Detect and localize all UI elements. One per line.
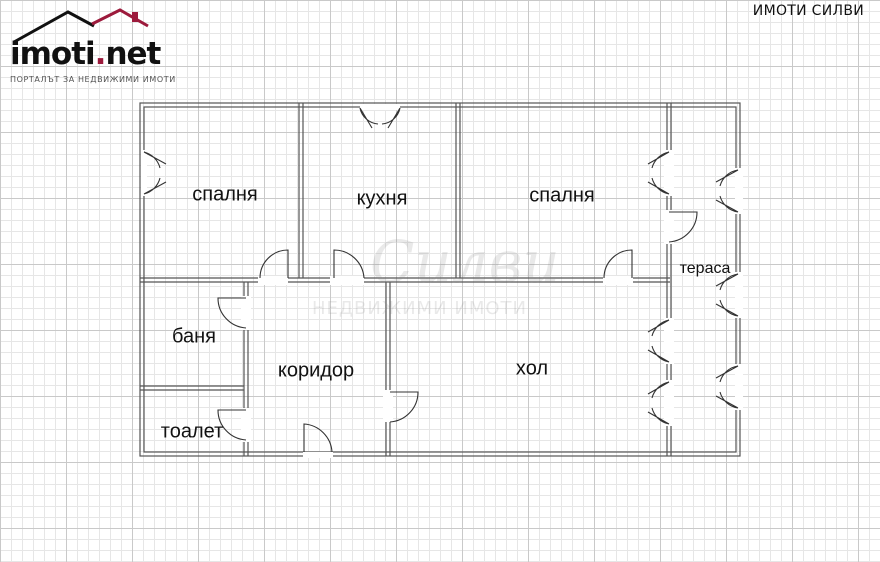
imoti-logo[interactable]: imoti.net ПОРТАЛЪТ ЗА НЕДВИЖИМИ ИМОТИ (8, 6, 178, 86)
house-roof-icon (13, 8, 149, 44)
room-living: хол (515, 357, 549, 380)
room-bedroom-right: спалня (529, 184, 595, 207)
room-kitchen: кухня (356, 187, 408, 210)
logo-tagline: ПОРТАЛЪТ ЗА НЕДВИЖИМИ ИМОТИ (10, 75, 176, 84)
room-bedroom-left: спалня (192, 183, 258, 206)
agency-name: ИМОТИ СИЛВИ (752, 3, 864, 19)
door-swing (143, 151, 167, 195)
room-terrace: тераса (679, 260, 731, 277)
outer-wall (139, 102, 741, 457)
logo-wordmark: imoti.net (10, 36, 161, 72)
room-toilet: тоалет (160, 420, 224, 443)
room-corridor: коридор (277, 359, 355, 382)
room-bathroom: баня (172, 325, 216, 348)
